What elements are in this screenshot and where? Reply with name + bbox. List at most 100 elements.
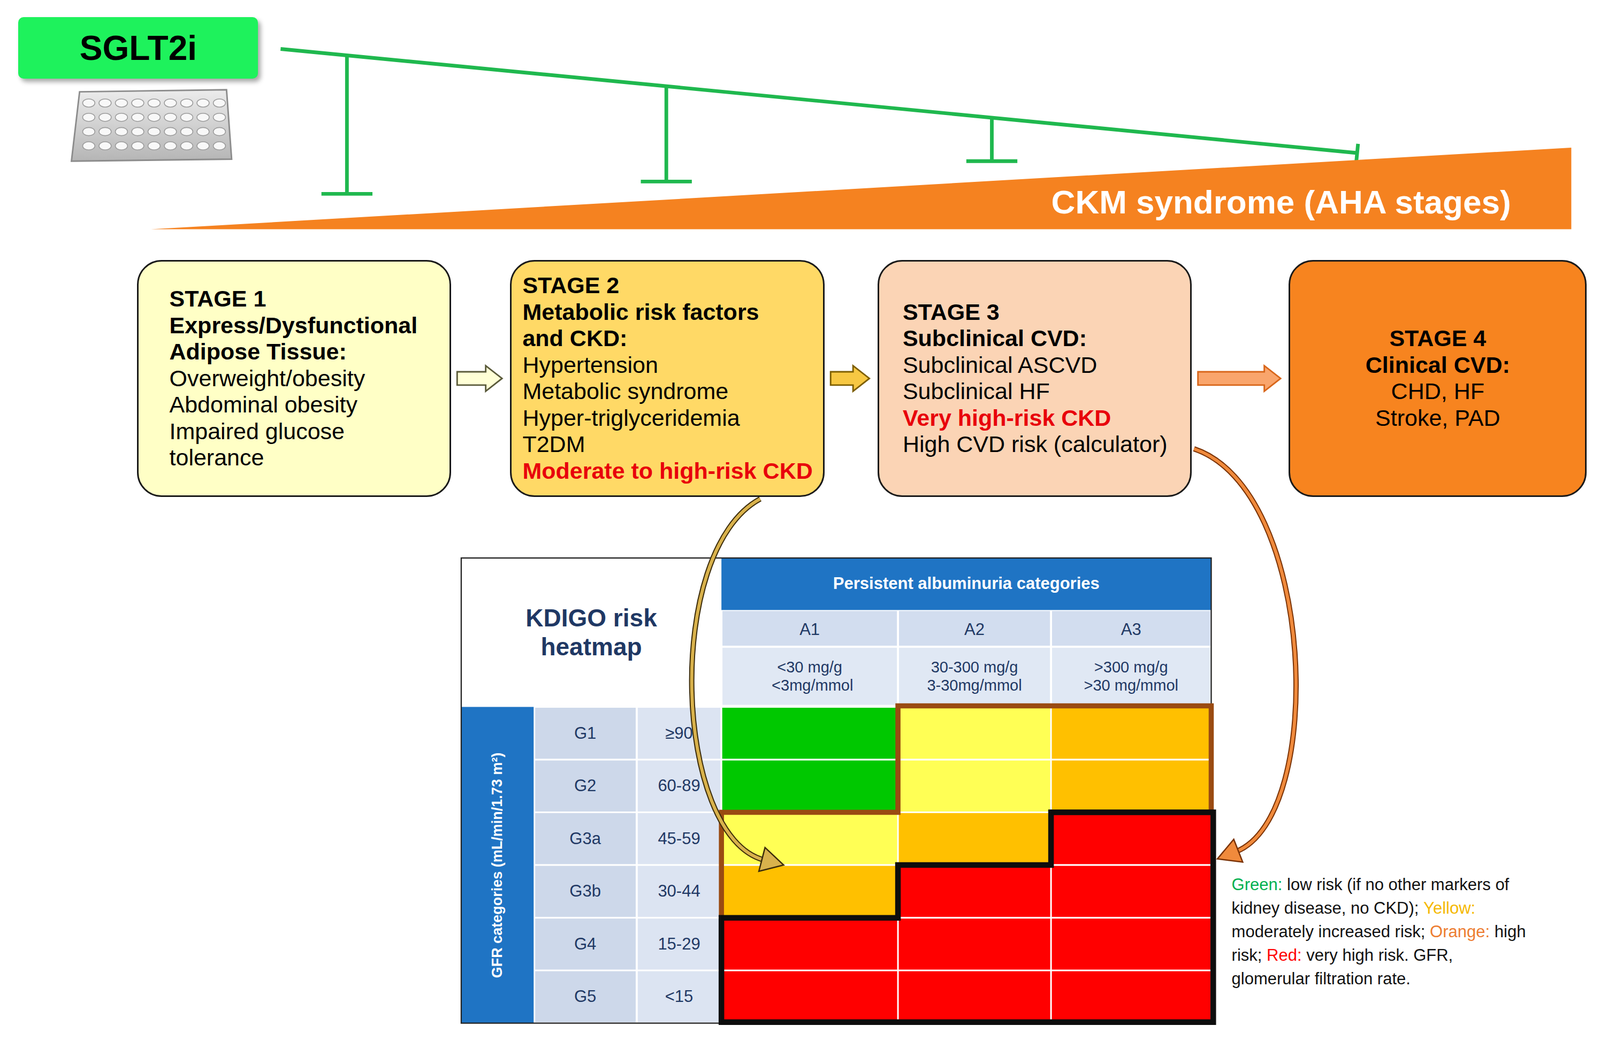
gfr-category: G3b: [569, 881, 601, 902]
blister-row: [82, 98, 226, 108]
gfr-category: G4: [574, 934, 597, 955]
albuminuria-category: A1: [799, 620, 820, 640]
gfr-range: 45-59: [657, 829, 700, 849]
block-arrow: [830, 366, 870, 392]
heat-cell: [898, 813, 1051, 865]
gfr-cell: [535, 918, 636, 970]
stage-arrow: [1198, 366, 1281, 392]
blister-pack: [71, 89, 232, 162]
inhibition-bar: [966, 159, 1018, 164]
blister-row: [82, 113, 226, 122]
blister-row: [82, 127, 226, 136]
cell: <15: [636, 970, 722, 1024]
heat-cell: [722, 866, 898, 918]
cell: A2: [897, 612, 1051, 647]
gfr-cell: [535, 760, 636, 812]
gfr-category: G5: [574, 987, 597, 1007]
axis-label: GFR categories (mL/min/1.73 m²): [489, 752, 506, 979]
header-cell: [1052, 648, 1211, 706]
arrow-head: [758, 847, 784, 872]
stage-item: High CVD risk (calculator): [902, 431, 1168, 459]
inhibition-bar: [641, 179, 692, 184]
risk-arrow: [691, 499, 784, 872]
stage-heading: STAGE 4: [1389, 325, 1487, 353]
risk-arrow: [1193, 448, 1297, 863]
arrow-outline: [1193, 448, 1297, 852]
cell: 30-44: [636, 865, 722, 919]
legend-swatch: Yellow:: [1423, 898, 1476, 918]
stage-item: Hyper-triglyceridemia: [522, 405, 740, 432]
text-holder: CKM syndrome (AHA stages): [1028, 179, 1534, 225]
band-label: CKM syndrome (AHA stages): [1051, 184, 1512, 220]
arrow-body: [1193, 448, 1297, 852]
cell: G2: [533, 759, 637, 813]
stage-item: Metabolic syndrome: [522, 378, 729, 406]
drug-label: SGLT2i: [79, 28, 197, 68]
arrow-head: [1217, 839, 1243, 863]
stage-arrow: [456, 366, 502, 392]
axis-band: [461, 706, 534, 1024]
legend-note: Green:low risk (if no other markers of k…: [1231, 873, 1532, 992]
cell: >300 mg/g >30 mg/mmol: [1050, 646, 1211, 707]
albuminuria-category: A2: [964, 620, 985, 640]
stage-box: STAGE 2Metabolic risk factors and CKD:Hy…: [509, 260, 825, 497]
heat-cell: [898, 866, 1051, 918]
gfr-range: 60-89: [657, 776, 700, 796]
table-frame: [461, 558, 1212, 1024]
inhibition-branch: [345, 55, 349, 195]
stage-heading: Express/Dysfunctional Adipose Tissue:: [169, 312, 445, 366]
heat-cell: [1052, 866, 1211, 918]
albuminuria-range: >300 mg/g >30 mg/mmol: [1083, 658, 1179, 695]
legend-swatch: Orange:: [1429, 922, 1490, 942]
cell: ≥90: [636, 706, 722, 760]
stage-item: Overweight/obesity: [169, 365, 366, 393]
heat-cell: [722, 760, 898, 812]
stage-item: Impaired glucose tolerance: [169, 418, 445, 472]
gfr-cell: [535, 707, 636, 759]
gfr-cell: [637, 813, 721, 865]
block-arrow: [1198, 366, 1281, 392]
stage-box: STAGE 3Subclinical CVD:Subclinical ASCVD…: [877, 260, 1192, 497]
cell: <30 mg/g <3mg/mmol: [721, 646, 898, 707]
legend-swatch: Green:: [1231, 875, 1283, 895]
cell: G3b: [533, 865, 637, 919]
heat-cell: [898, 971, 1051, 1023]
heat-cell: [898, 918, 1051, 970]
stage-heading: Metabolic risk factors and CKD:: [522, 299, 774, 353]
inhibition-stem: [280, 49, 1358, 154]
cell: 15-29: [636, 918, 722, 972]
legend-swatch: Red:: [1266, 946, 1302, 965]
heat-cell: [1052, 918, 1211, 970]
cell: A1: [721, 612, 898, 647]
header-cell: [898, 648, 1050, 706]
stage-arrow: [830, 366, 870, 392]
block-arrow: [456, 366, 502, 392]
cell: Persistent albuminuria categories: [721, 558, 1211, 609]
heatmap-table: KDIGO risk heatmap: [461, 558, 1212, 1024]
stage-item: T2DM: [522, 431, 585, 459]
stage-box: STAGE 1Express/Dysfunctional Adipose Tis…: [136, 260, 452, 497]
gfr-cell: [637, 971, 721, 1023]
stage-item: Subclinical ASCVD: [902, 352, 1097, 379]
cell: G5: [533, 970, 637, 1024]
header-cell: [722, 648, 897, 706]
heatmap-grid: [461, 558, 1214, 1024]
text-holder: KDIGO risk heatmap: [461, 558, 722, 707]
stage-item: Subclinical HF: [902, 378, 1050, 406]
cell: G3a: [533, 812, 637, 866]
wedge-shape: [150, 147, 1572, 230]
albuminuria-range: 30-300 mg/g 3-30mg/mmol: [926, 658, 1023, 695]
ckm-band: CKM syndrome (AHA stages): [150, 147, 1572, 230]
stage-item: Abdominal obesity: [169, 391, 358, 419]
arrow-outline: [691, 499, 765, 861]
cell: GFR categories (mL/min/1.73 m²): [461, 706, 534, 1024]
gfr-category: G2: [574, 776, 597, 796]
inhibition-branch: [989, 117, 994, 162]
cell: 45-59: [636, 812, 722, 866]
inhibition-branch: [664, 86, 669, 182]
legend-text: very high risk.: [1306, 946, 1409, 965]
gfr-cell: [637, 707, 721, 759]
gfr-cell: [535, 971, 636, 1023]
stage-item: CHD, HF: [1391, 378, 1485, 406]
albuminuria-range: <30 mg/g <3mg/mmol: [771, 658, 848, 695]
